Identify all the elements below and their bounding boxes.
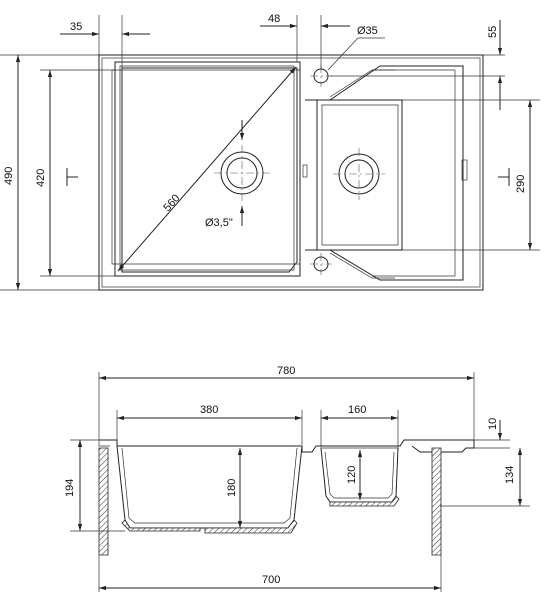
large-bowl-depth-label: 180 (226, 479, 238, 497)
overall-height-label: 490 (3, 167, 15, 185)
tap-diameter-label: Ø35 (357, 25, 378, 37)
drain-diameter-label: Ø3,5" (205, 217, 233, 229)
small-bowl-depth-label: 120 (346, 466, 358, 484)
large-drain (214, 120, 270, 226)
section-marker-right (498, 168, 510, 186)
sink-outline (98, 54, 484, 291)
section-marker-left (66, 168, 78, 186)
large-bowl-width-label: 380 (200, 404, 218, 416)
tap-offset-label: 48 (268, 13, 280, 25)
cabinet-side-left (98, 447, 109, 556)
overall-width-label: 780 (277, 365, 295, 377)
bowl-height-label: 420 (35, 169, 47, 187)
sink-inner-outline (101, 57, 481, 288)
cabinet-side-right (431, 447, 442, 556)
overflow-slot (302, 164, 308, 178)
diagonal-dimension-line (117, 66, 297, 272)
rim-thickness-label: 10 (487, 418, 499, 430)
section-view: 780 380 160 180 120 (64, 365, 530, 592)
drainboard-top (305, 65, 468, 281)
small-bowl-top (316, 99, 403, 251)
side-depth-label: 134 (504, 466, 516, 484)
tap-top-label: 55 (487, 26, 499, 38)
top-view: 560 Ø3,5" (0, 13, 540, 291)
small-bowl-height-label: 290 (515, 175, 527, 193)
overall-depth-label: 194 (64, 479, 76, 497)
large-bowl-section (116, 445, 303, 529)
small-bowl-width-label: 160 (348, 404, 366, 416)
sink-rim-section (99, 439, 475, 453)
diagonal-label: 560 (161, 192, 182, 214)
cabinet-width-label: 700 (262, 574, 280, 586)
edge-offset-label: 35 (70, 21, 82, 33)
tap-holes (310, 65, 332, 275)
